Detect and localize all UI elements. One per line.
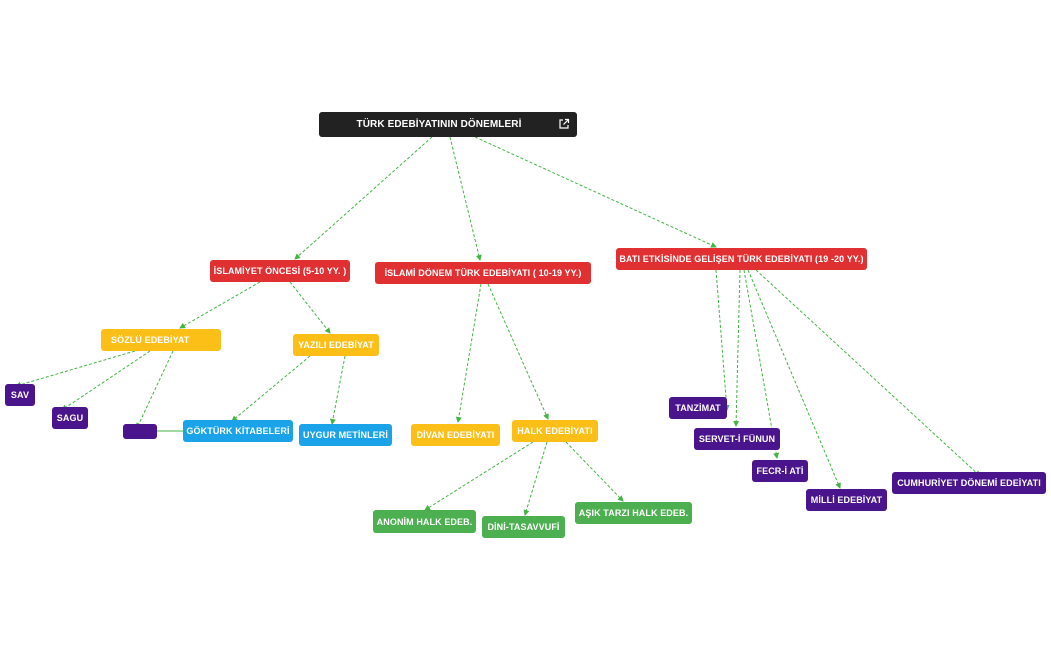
node-label: SERVET-İ FÜNUN	[698, 434, 776, 444]
node-kosuk[interactable]	[123, 424, 157, 439]
node-bati-etkisinde[interactable]: BATI ETKİSİNDE GELİŞEN TÜRK EDEBİYATI (1…	[616, 248, 867, 270]
node-sozlu-edebiyat[interactable]: SÖZLÜ EDEBİYAT	[101, 329, 221, 351]
connector-line	[455, 283, 482, 423]
node-yazili-edebiyat[interactable]: YAZILI EDEBİYAT	[293, 334, 379, 356]
node-label: DİNİ-TASAVVUFİ	[487, 522, 560, 532]
node-islamiyet-oncesi[interactable]: İSLAMİYET ÖNCESİ (5-10 YY. )	[210, 260, 350, 282]
node-islami-donem[interactable]: İSLAMİ DÖNEM TÜRK EDEBİYATI ( 10-19 YY.)	[375, 262, 591, 284]
node-asik-tarzi-halk-edeb[interactable]: AŞIK TARZI HALK EDEB.	[575, 502, 692, 524]
node-label: GÖKTÜRK KİTABELERİ	[186, 426, 290, 436]
node-servet-i-funun[interactable]: SERVET-İ FÜNUN	[694, 428, 780, 450]
node-tanzimat[interactable]: TANZİMAT	[669, 397, 727, 419]
node-label: İSLAMİYET ÖNCESİ (5-10 YY. )	[213, 266, 347, 276]
node-dini-tasavvufi[interactable]: DİNİ-TASAVVUFİ	[482, 516, 565, 538]
root-label: TÜRK EDEBİYATININ DÖNEMLERİ	[356, 119, 522, 130]
connector-line	[755, 269, 981, 477]
node-fecr-i-ati[interactable]: FECR-İ ATİ	[752, 460, 808, 482]
connector-line	[231, 355, 311, 422]
connector-line	[449, 136, 482, 261]
connector-line	[136, 350, 174, 429]
node-label: AŞIK TARZI HALK EDEB.	[578, 508, 689, 518]
node-sagu[interactable]: SAGU	[52, 407, 88, 429]
external-link-icon[interactable]	[558, 118, 570, 130]
node-label: SÖZLÜ EDEBİYAT	[111, 335, 190, 345]
connector-line	[523, 441, 548, 516]
connector-line	[565, 441, 624, 502]
node-gokturk-kitabeleri[interactable]: GÖKTÜRK KİTABELERİ	[183, 420, 293, 442]
connector-line	[289, 281, 331, 334]
node-label: ANONİM HALK EDEB.	[376, 516, 473, 527]
node-label: BATI ETKİSİNDE GELİŞEN TÜRK EDEBİYATI (1…	[619, 254, 864, 264]
connector-line	[424, 441, 534, 511]
node-label: CUMHURİYET DÖNEMİ EDEİYATI	[897, 478, 1041, 488]
node-halk-edebiyati[interactable]: HALK EDEBİYATI	[512, 420, 598, 442]
node-label: FECR-İ ATİ	[756, 466, 804, 476]
connector-line	[179, 281, 261, 329]
node-label: SAV	[10, 390, 30, 400]
connector-line	[15, 350, 136, 388]
node-anonim-halk-edeb[interactable]: ANONİM HALK EDEB.	[373, 510, 476, 533]
connector-line	[294, 136, 433, 260]
node-label: DİVAN EDEBİYATI	[416, 430, 495, 440]
connector-line	[61, 350, 151, 411]
node-label: SAGU	[56, 413, 84, 423]
node-cumhuriyet-donemi[interactable]: CUMHURİYET DÖNEMİ EDEİYATI	[892, 472, 1046, 494]
node-label: YAZILI EDEBİYAT	[298, 340, 374, 350]
node-uygur-metinleri[interactable]: UYGUR METİNLERİ	[299, 424, 392, 446]
node-label: HALK EDEBİYATI	[517, 426, 593, 436]
node-milli-edebiyat[interactable]: MİLLİ EDEBİYAT	[806, 489, 887, 511]
connector-line	[329, 355, 346, 425]
node-label: UYGUR METİNLERİ	[302, 430, 388, 440]
node-sav[interactable]: SAV	[5, 384, 35, 406]
connector-line	[715, 269, 730, 411]
connector-line	[474, 136, 717, 248]
node-label: İSLAMİ DÖNEM TÜRK EDEBİYATI ( 10-19 YY.)	[384, 268, 582, 278]
node-label: MİLLİ EDEBİYAT	[810, 495, 883, 505]
connector-line	[487, 283, 549, 420]
node-label: TANZİMAT	[675, 403, 721, 413]
connector-line	[733, 269, 741, 427]
connector-line	[747, 269, 841, 489]
node-divan-edebiyati[interactable]: DİVAN EDEBİYATI	[411, 424, 500, 446]
root-node[interactable]: TÜRK EDEBİYATININ DÖNEMLERİ	[319, 112, 577, 137]
